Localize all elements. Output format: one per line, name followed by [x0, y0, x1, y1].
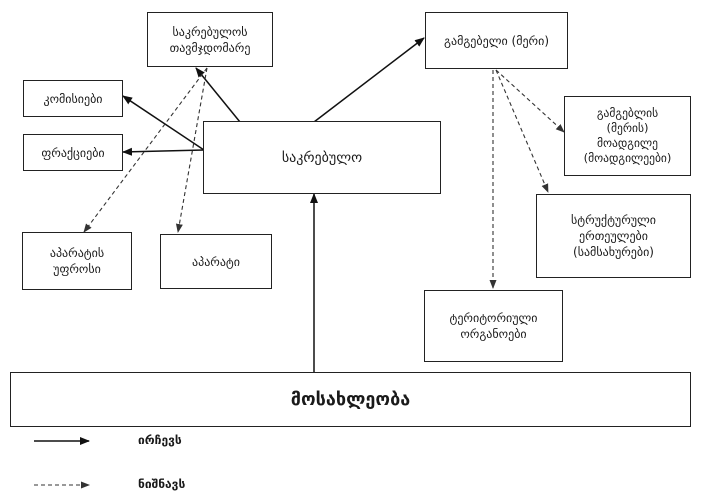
arrow-council-to-chair — [195, 67, 241, 123]
structural-units-box: სტრუქტურული ერთეულები (სამსახურები) — [536, 194, 691, 278]
council-label: საკრებულო — [281, 149, 363, 166]
structural-units-label: სტრუქტურული ერთეულები (სამსახურები) — [570, 213, 657, 259]
legend-solid-label: ირჩევს — [138, 433, 182, 447]
population-label: მოსახლეობა — [290, 388, 411, 410]
deputy-governor-box: გამგებლის (მერის) მოადგილე (მოადგილეები) — [564, 96, 691, 176]
territorial-bodies-label: ტერიტორიული ორგანოები — [449, 311, 538, 341]
legend-dashed-label: ნიშნავს — [138, 477, 186, 491]
arrow-council-to-commissions — [122, 95, 205, 151]
arrow-council-to-factions — [122, 147, 205, 156]
deputy-governor-label: გამგებლის (მერის) მოადგილე (მოადგილეები) — [583, 106, 672, 165]
apparatus-label: აპარატი — [192, 254, 240, 269]
council-box: საკრებულო — [203, 121, 441, 194]
population-box: მოსახლეობა — [10, 372, 691, 427]
commissions-label: კომისიები — [43, 91, 103, 106]
council-chair-box: საკრებულოს თავმჯდომარე — [147, 12, 273, 67]
apparatus-head-box: აპარატის უფროსი — [22, 232, 132, 290]
factions-box: ფრაქციები — [23, 134, 123, 171]
factions-label: ფრაქციები — [41, 145, 105, 160]
arrow-governor-to-structural-units — [495, 69, 549, 193]
apparatus-head-label: აპარატის უფროსი — [49, 246, 105, 276]
arrow-governor-to-deputy — [495, 69, 565, 133]
territorial-bodies-box: ტერიტორიული ორგანოები — [424, 290, 563, 362]
arrow-council-to-governor — [313, 37, 425, 123]
arrow-chair-to-apparatus-head — [83, 67, 208, 233]
governor-box: გამგებელი (მერი) — [425, 12, 568, 69]
governor-label: გამგებელი (მერი) — [444, 33, 549, 48]
apparatus-box: აპარატი — [160, 234, 272, 289]
council-chair-label: საკრებულოს თავმჯდომარე — [169, 24, 251, 55]
commissions-box: კომისიები — [23, 80, 123, 117]
